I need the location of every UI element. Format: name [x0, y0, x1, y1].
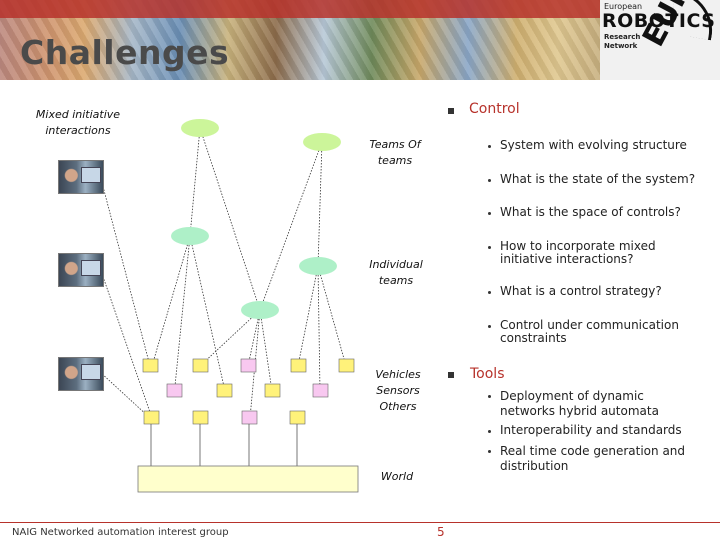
- tools-item: Deployment of dynamic networks hybrid au…: [500, 389, 659, 418]
- bullet-dot-icon: [488, 145, 491, 148]
- footer-org: NAIG Networked automation interest group: [12, 527, 229, 538]
- bullet-dot-icon: [488, 212, 491, 215]
- vehicle-node: [264, 383, 281, 398]
- monitor-icon: [81, 260, 101, 276]
- node-team-left: [171, 227, 209, 245]
- hierarchy-diagram: [99, 119, 359, 493]
- label-mixed-initiative: Mixed initiative interactions: [35, 108, 121, 137]
- bullet-square-icon: [448, 108, 454, 114]
- operator-photo-bottom: [58, 357, 104, 391]
- vehicle-node: [338, 358, 355, 373]
- node-team-right: [299, 257, 337, 275]
- sensor-node: [240, 358, 257, 373]
- page-title: Challenges: [20, 33, 230, 72]
- bullet-dot-icon: [488, 450, 491, 453]
- vehicle-node: [143, 410, 160, 425]
- footer-divider: [0, 522, 720, 523]
- bullet-dot-icon: [488, 291, 491, 294]
- control-item: What is the state of the system?: [500, 172, 696, 186]
- tools-item: Real time code generation and distributi…: [500, 444, 686, 473]
- node-mixed-top: [181, 119, 219, 137]
- control-item: Control under communication constraints: [500, 318, 679, 345]
- operator-photo-mid: [58, 253, 104, 287]
- vehicle-node: [290, 358, 307, 373]
- vehicle-node: [192, 410, 209, 425]
- monitor-icon: [81, 364, 101, 380]
- vehicle-node: [216, 383, 233, 398]
- node-team-center: [241, 301, 279, 319]
- vehicle-node: [289, 410, 306, 425]
- control-item: How to incorporate mixed initiative inte…: [500, 239, 656, 266]
- control-heading: Control: [469, 101, 520, 117]
- logo-line3: Research Network: [604, 33, 641, 50]
- vehicle-node: [192, 358, 209, 373]
- tools-heading: Tools: [470, 366, 505, 382]
- sensor-node: [166, 383, 183, 398]
- node-teams-top: [303, 133, 341, 151]
- control-item: What is a control strategy?: [500, 284, 662, 298]
- euron-logo: European ROBOTICS Research Network EURON: [600, 0, 720, 80]
- page-number: 5: [437, 525, 445, 539]
- tools-item: Interoperability and standards: [500, 423, 682, 437]
- vehicle-node: [142, 358, 159, 373]
- bullet-dot-icon: [488, 430, 491, 433]
- logo-line2: ROBOTICS: [602, 10, 716, 32]
- sensor-node: [241, 410, 258, 425]
- bullet-dot-icon: [488, 246, 491, 249]
- sensor-node: [312, 383, 329, 398]
- bullet-dot-icon: [488, 179, 491, 182]
- header-banner: Challenges: [0, 0, 600, 80]
- label-individual-teams: Individual teams: [369, 258, 423, 287]
- bullet-dot-icon: [488, 395, 491, 398]
- monitor-icon: [81, 167, 101, 183]
- footer: NAIG Networked automation interest group…: [0, 522, 720, 540]
- control-item: What is the space of controls?: [500, 205, 681, 219]
- label-vehicles-sensors: Vehicles Sensors Others: [375, 368, 421, 413]
- banner-topbar: [0, 0, 600, 18]
- logo-line1: European: [604, 2, 643, 11]
- control-item: System with evolving structure: [500, 138, 687, 152]
- label-teams-of-teams: Teams Of teams: [369, 138, 421, 167]
- world-box: [137, 465, 359, 493]
- bullet-dot-icon: [488, 325, 491, 328]
- label-world: World: [380, 470, 414, 483]
- bullet-square-icon: [448, 372, 454, 378]
- operator-photo-top: [58, 160, 104, 194]
